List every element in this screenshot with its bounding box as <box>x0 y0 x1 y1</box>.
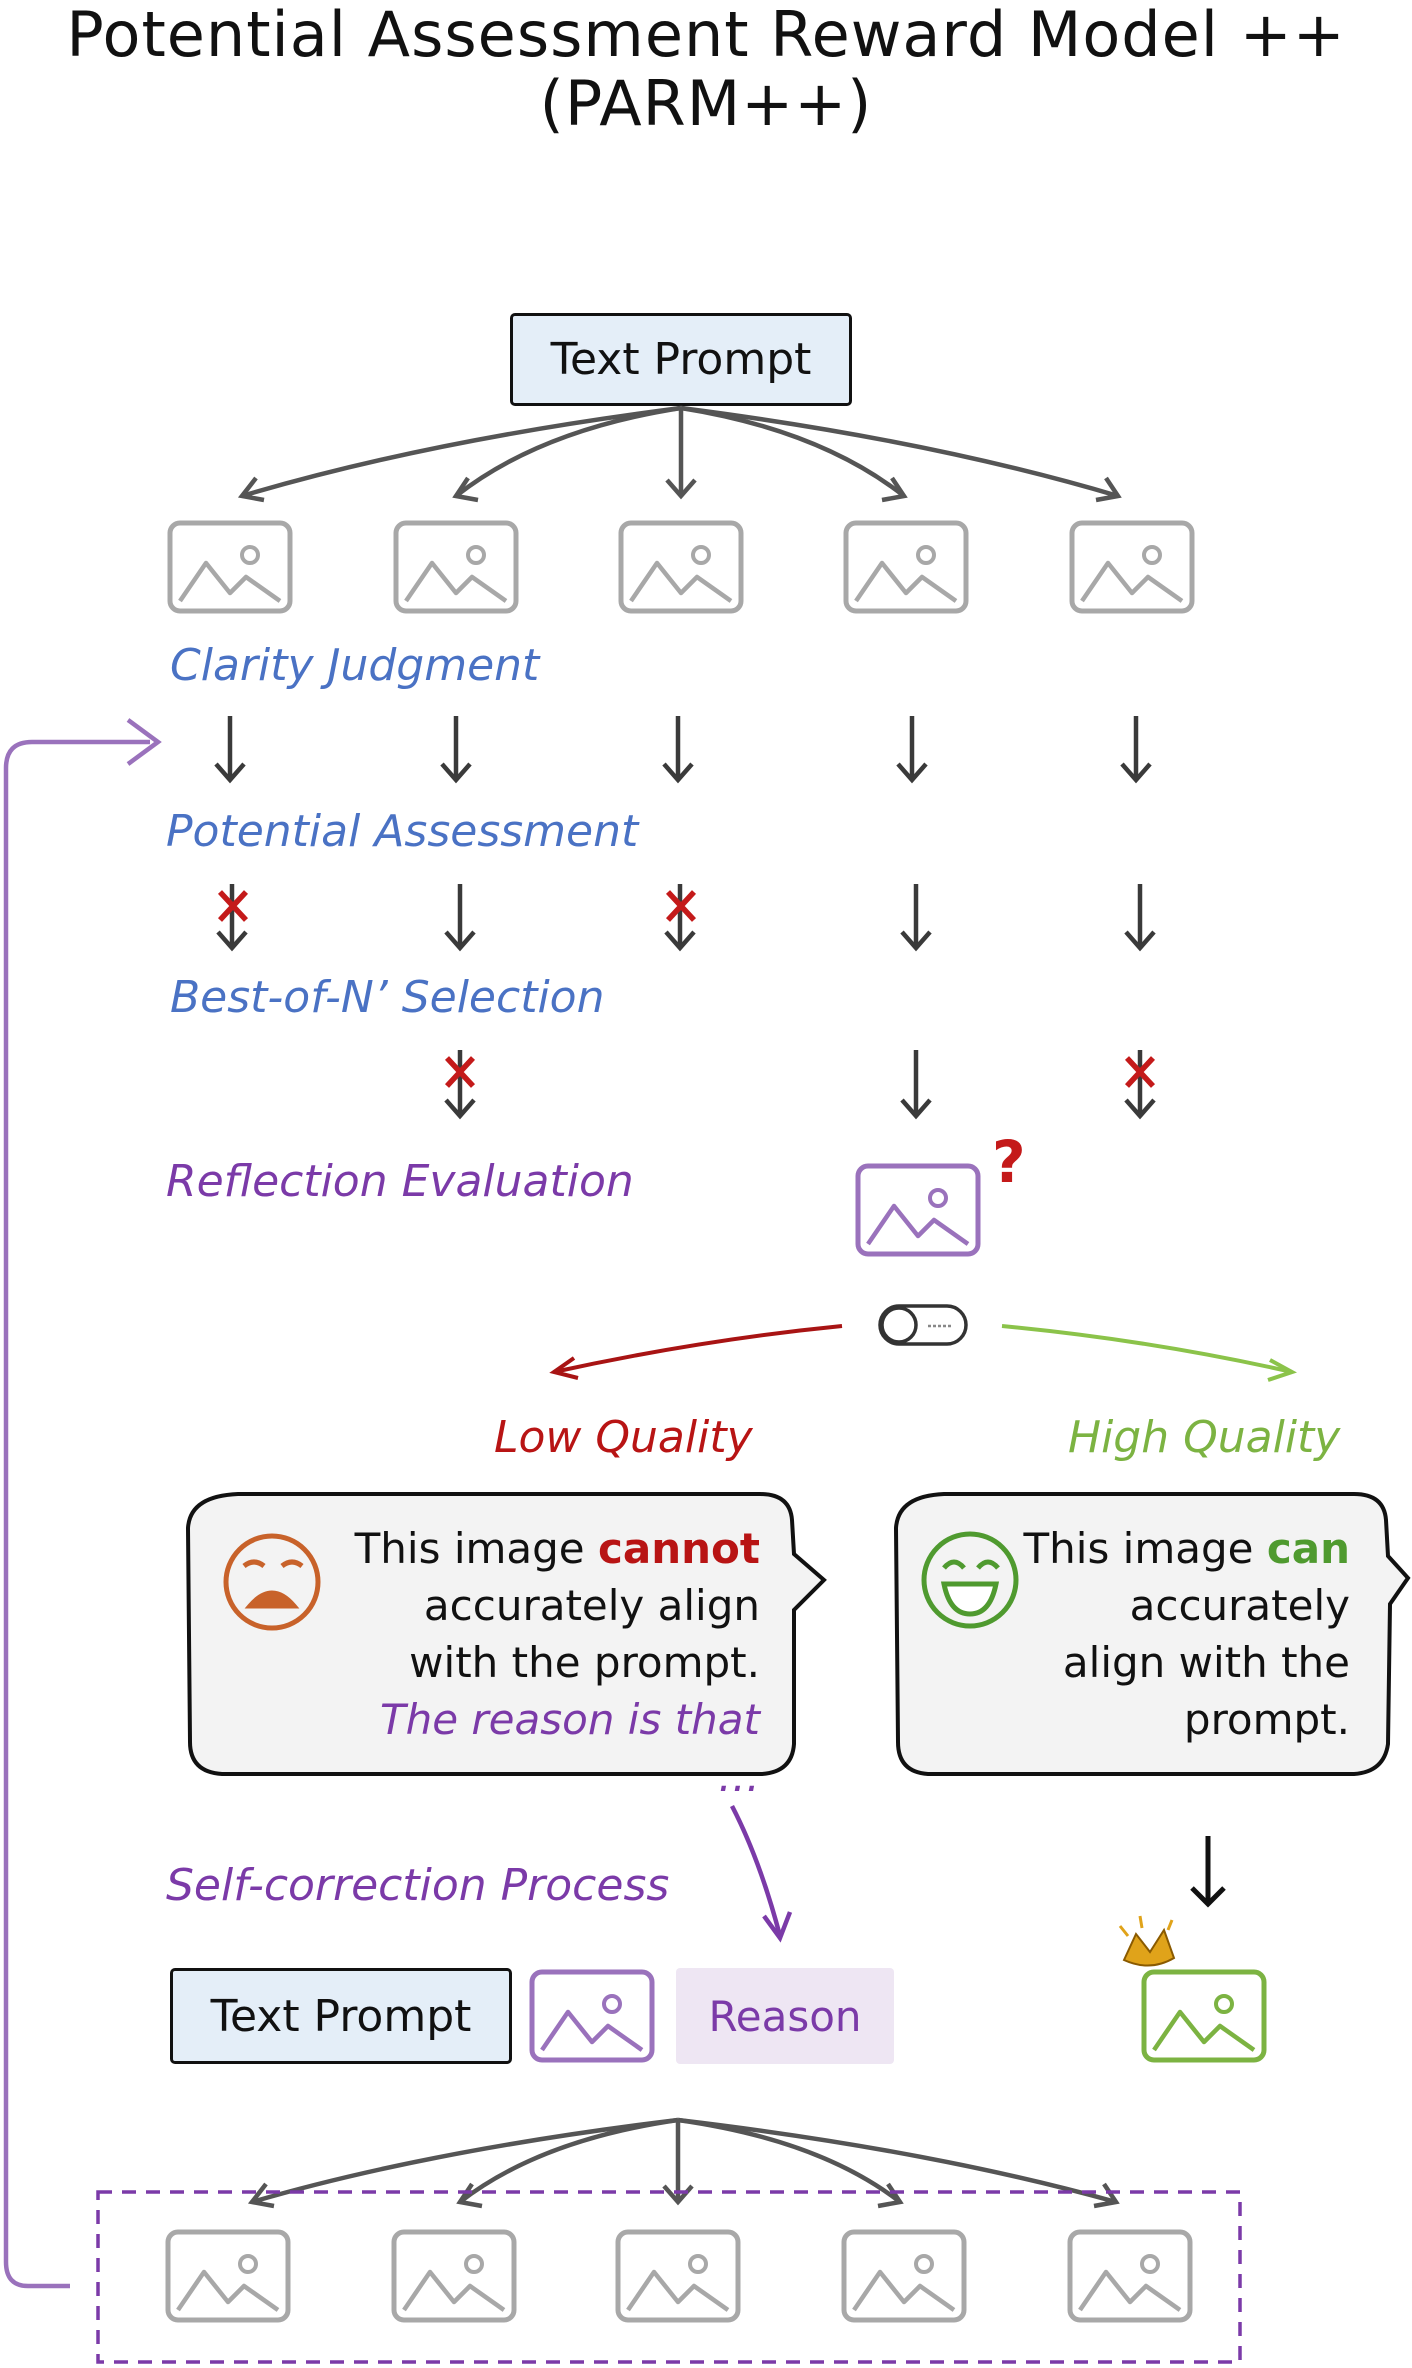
low-msg-line3: with the prompt. <box>409 1638 760 1688</box>
fanout-arrows-bottom <box>247 2117 1120 2209</box>
high-quality-message: This image can accurately align with the… <box>1010 1520 1351 1748</box>
reason-box: Reason <box>676 1968 894 2064</box>
high-msg-line4: prompt. <box>1183 1695 1350 1745</box>
selected-image <box>858 1166 978 1254</box>
crown-icon <box>1118 1915 1176 1967</box>
clarity-arrows <box>214 716 1152 784</box>
candidate-images-row-1 <box>170 523 1192 611</box>
best-of-n-selection-label: Best-of-N’ Selection <box>170 972 605 1023</box>
reject-cross-icon <box>217 890 697 922</box>
fanout-arrows-top <box>237 405 1122 503</box>
reason-label: Reason <box>708 1991 862 2041</box>
candidate-images-row-2 <box>168 2232 1190 2320</box>
potential-arrows <box>216 884 1156 952</box>
high-msg-part1: This image <box>1023 1524 1267 1573</box>
title-line-2: (PARM++) <box>539 67 873 141</box>
clarity-judgment-label: Clarity Judgment <box>170 640 540 691</box>
image-placeholder-icon <box>170 523 290 611</box>
reflection-evaluation-label: Reflection Evaluation <box>166 1156 634 1207</box>
image-placeholder-icon <box>621 523 741 611</box>
low-quality-message: This image cannot accurately align with … <box>330 1520 760 1806</box>
high-msg-line3: align with the <box>1062 1638 1350 1688</box>
high-quality-bubble <box>893 1492 1411 1776</box>
potential-assessment-label: Potential Assessment <box>166 806 639 857</box>
image-placeholder-icon <box>1144 1972 1264 2060</box>
question-mark: ? <box>992 1128 1026 1196</box>
image-placeholder-icon <box>394 2232 514 2320</box>
sad-face-icon <box>223 1533 321 1631</box>
low-msg-reason: The reason is that … <box>379 1695 760 1802</box>
selection-arrows <box>444 1050 1156 1120</box>
image-placeholder-icon <box>396 523 516 611</box>
high-msg-line2: accurately <box>1129 1581 1350 1631</box>
toggle-switch-icon <box>878 1304 968 1346</box>
low-quality-label: Low Quality <box>494 1412 753 1463</box>
image-placeholder-icon <box>1072 523 1192 611</box>
image-placeholder-icon <box>532 1972 652 2060</box>
self-correction-label: Self-correction Process <box>166 1860 670 1911</box>
feedback-loop-arrow <box>3 718 162 2289</box>
low-msg-part1: This image <box>354 1524 599 1573</box>
correction-text-prompt-label: Text Prompt <box>210 1990 472 2042</box>
regenerated-candidates-box <box>96 2190 1242 2364</box>
branch-arrows <box>549 1324 1297 1382</box>
image-placeholder-icon <box>844 2232 964 2320</box>
image-placeholder-icon <box>618 2232 738 2320</box>
accept-arrow <box>1190 1836 1226 1908</box>
happy-face-icon <box>921 1531 1019 1629</box>
diagram-title: Potential Assessment Reward Model ++ (PA… <box>0 0 1412 139</box>
high-msg-keyword: can <box>1266 1524 1350 1573</box>
image-placeholder-icon <box>1070 2232 1190 2320</box>
image-placeholder-icon <box>858 1166 978 1254</box>
correction-input-image <box>532 1972 652 2060</box>
image-placeholder-icon <box>168 2232 288 2320</box>
reject-cross-icon <box>444 1056 1156 1088</box>
low-quality-bubble <box>185 1492 827 1776</box>
image-placeholder-icon <box>846 523 966 611</box>
low-msg-line2: accurately align <box>423 1581 760 1631</box>
title-line-1: Potential Assessment Reward Model ++ <box>66 0 1346 71</box>
correction-text-prompt-box: Text Prompt <box>170 1968 512 2064</box>
low-msg-keyword: cannot <box>598 1524 760 1573</box>
text-prompt-label: Text Prompt <box>550 334 812 385</box>
self-correction-arrow <box>730 1804 793 1943</box>
text-prompt-box: Text Prompt <box>510 313 852 406</box>
high-quality-label: High Quality <box>1068 1412 1341 1463</box>
final-image <box>1144 1972 1264 2060</box>
